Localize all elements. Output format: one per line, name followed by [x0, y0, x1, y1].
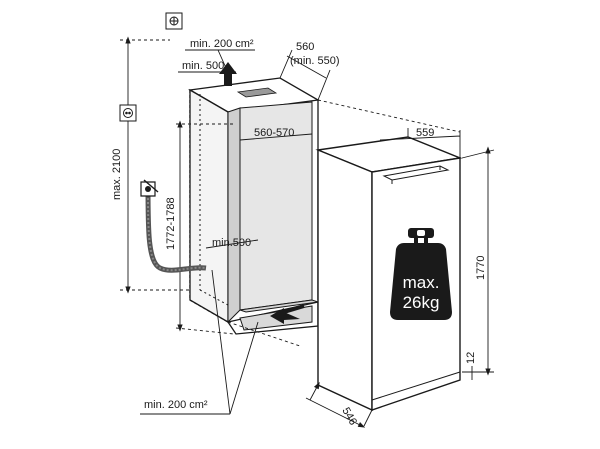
appliance-depth-label: 546	[339, 406, 359, 428]
airflow-arrow-icon	[270, 304, 305, 324]
top-depth-clearance-label: min. 500	[182, 60, 224, 72]
appliance-height-label: 1770	[475, 256, 487, 280]
water-hose-icon	[140, 179, 207, 273]
top-vent-area-label: min. 200 cm²	[190, 38, 254, 50]
niche-width-label: 560-570	[254, 127, 294, 139]
weight-icon	[390, 228, 452, 320]
niche-depth-min-label: (min. 550)	[290, 55, 340, 67]
wall-outline	[199, 94, 229, 306]
weight-label-line2: 26kg	[403, 293, 440, 312]
power-socket-icon	[119, 104, 137, 122]
water-connection-icon	[165, 12, 183, 30]
bottom-offset-label: 12	[465, 352, 477, 364]
bottom-depth-clearance-label: min.500	[212, 237, 251, 249]
airflow-arrow-icon	[219, 62, 237, 86]
appliance-width-label: 559	[416, 127, 434, 139]
socket-height-label: max. 2100	[111, 149, 123, 200]
niche-cabinet	[188, 77, 320, 335]
niche-height-label: 1772-1788	[165, 197, 177, 250]
dimension-lines	[120, 36, 495, 426]
bottom-vent-area-label: min. 200 cm²	[144, 399, 208, 411]
weight-label-line1: max.	[403, 273, 440, 292]
niche-depth-label: 560	[296, 41, 314, 53]
